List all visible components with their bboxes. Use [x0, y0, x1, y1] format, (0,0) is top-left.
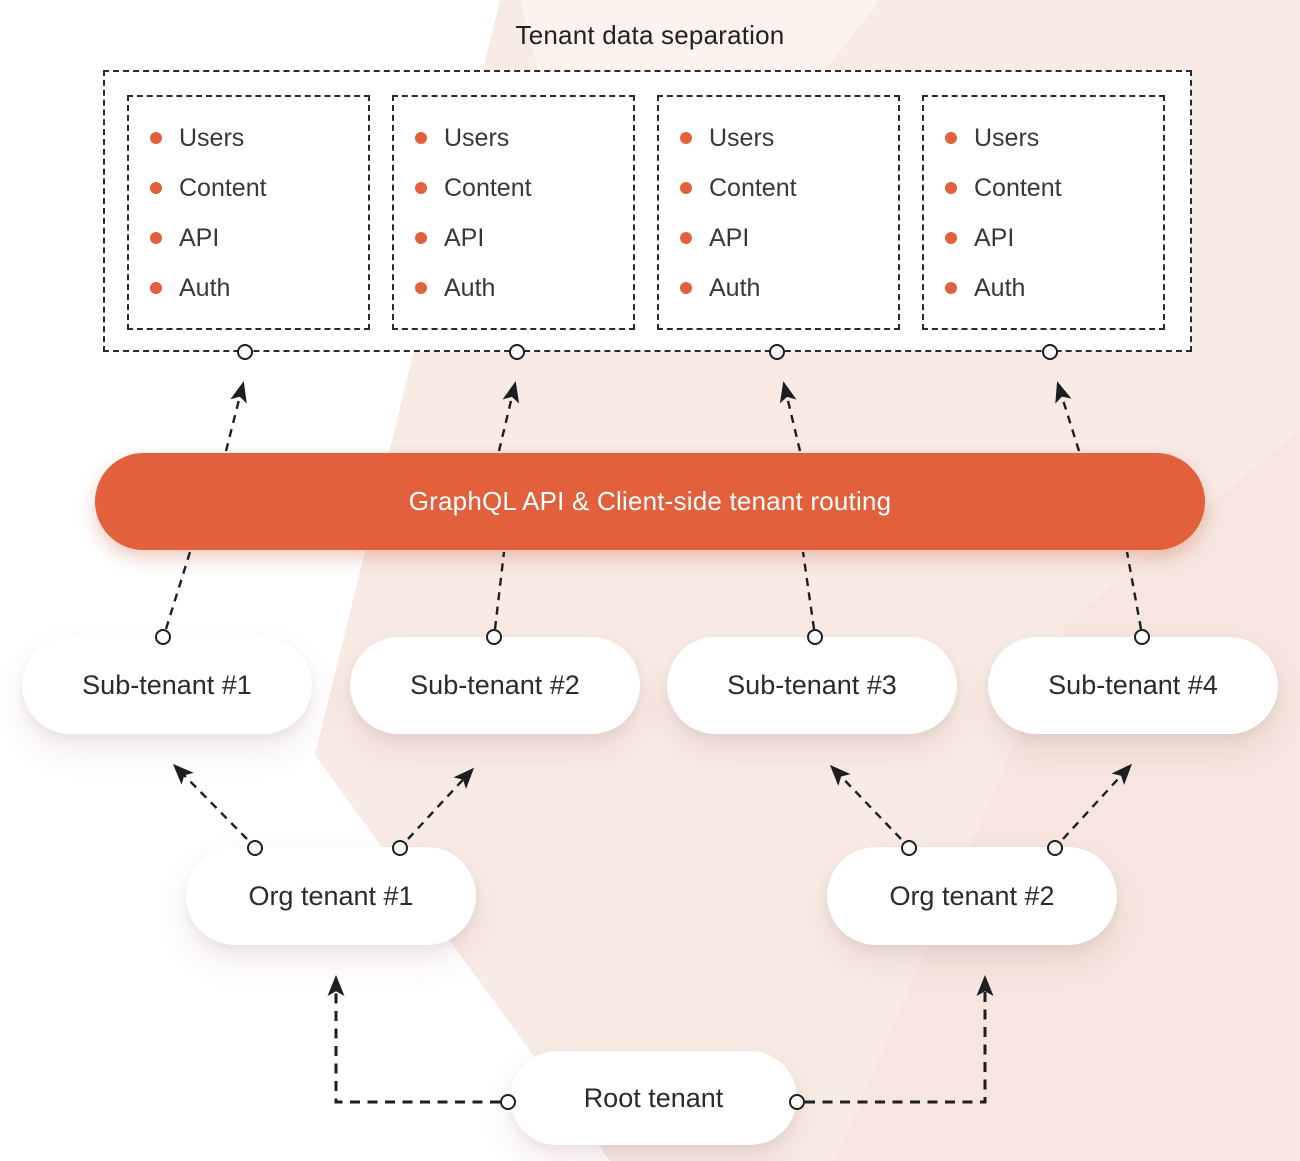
record-dot-icon	[945, 182, 957, 194]
tenant-data-item: API	[659, 213, 898, 263]
record-dot-icon	[415, 182, 427, 194]
tenant-item-label: Users	[179, 123, 245, 152]
org-to-sub-connectors	[172, 763, 1133, 840]
sub-tenant-label: Sub-tenant #2	[410, 670, 580, 700]
sub-tenant-label: Sub-tenant #4	[1048, 670, 1218, 700]
record-dot-icon	[415, 132, 427, 144]
tenant-data-box-2: Users Content API Auth	[392, 95, 635, 330]
record-dot-icon	[945, 132, 957, 144]
tenant-data-item: Auth	[394, 263, 633, 313]
routing-bar-label: GraphQL API & Client-side tenant routing	[408, 486, 892, 516]
tenant-data-box-3: Users Content API Auth	[657, 95, 900, 330]
record-dot-icon	[150, 232, 162, 244]
tenant-item-label: API	[974, 223, 1015, 252]
org-tenant-1-node: Org tenant #1	[186, 847, 476, 945]
record-dot-icon	[680, 132, 692, 144]
sub-tenant-label: Sub-tenant #3	[727, 670, 897, 700]
root-tenant-label: Root tenant	[583, 1082, 724, 1113]
diagram-title: Tenant data separation	[515, 20, 785, 50]
tenant-data-item: Auth	[659, 263, 898, 313]
graphql-routing-bar: GraphQL API & Client-side tenant routing	[95, 453, 1205, 550]
sub-tenant-4-node: Sub-tenant #4	[988, 637, 1278, 734]
tenant-item-label: API	[444, 223, 485, 252]
sub-tenant-3-node: Sub-tenant #3	[667, 637, 957, 734]
tenant-item-label: Auth	[179, 273, 231, 302]
tenant-data-item: API	[129, 213, 368, 263]
bar-to-box-connectors	[224, 381, 1081, 452]
sub-tenant-label: Sub-tenant #1	[82, 670, 252, 700]
tenant-data-item: Content	[924, 163, 1163, 213]
org-tenant-label: Org tenant #2	[889, 880, 1055, 911]
tenant-item-label: API	[709, 223, 750, 252]
org-tenant-2-node: Org tenant #2	[827, 847, 1117, 945]
sub-tenant-2-node: Sub-tenant #2	[350, 637, 640, 734]
tenant-item-label: API	[179, 223, 220, 252]
tenant-data-item: API	[394, 213, 633, 263]
record-dot-icon	[680, 182, 692, 194]
tenant-item-label: Content	[444, 173, 532, 202]
root-tenant-node: Root tenant	[510, 1051, 797, 1145]
tenant-item-label: Users	[444, 123, 510, 152]
record-dot-icon	[150, 182, 162, 194]
tenant-data-item: Users	[659, 113, 898, 163]
sub-tenant-1-node: Sub-tenant #1	[22, 637, 312, 734]
record-dot-icon	[150, 132, 162, 144]
tenant-item-label: Content	[709, 173, 797, 202]
tenant-item-label: Auth	[974, 273, 1026, 302]
record-dot-icon	[415, 232, 427, 244]
tenant-data-item: Users	[129, 113, 368, 163]
tenant-item-label: Content	[179, 173, 267, 202]
tenant-data-item: Content	[394, 163, 633, 213]
tenant-data-item: Users	[924, 113, 1163, 163]
tenant-item-label: Users	[709, 123, 775, 152]
record-dot-icon	[945, 232, 957, 244]
tenant-data-item: API	[924, 213, 1163, 263]
sub-to-bar-connectors	[164, 551, 1143, 630]
tenant-item-label: Auth	[709, 273, 761, 302]
tenant-data-item: Content	[129, 163, 368, 213]
record-dot-icon	[945, 282, 957, 294]
record-dot-icon	[415, 282, 427, 294]
tenant-data-item: Users	[394, 113, 633, 163]
tenant-data-item: Auth	[129, 263, 368, 313]
tenant-item-label: Content	[974, 173, 1062, 202]
record-dot-icon	[680, 282, 692, 294]
tenant-data-box-4: Users Content API Auth	[922, 95, 1165, 330]
record-dot-icon	[150, 282, 162, 294]
org-tenant-label: Org tenant #1	[248, 880, 414, 911]
tenant-data-item: Auth	[924, 263, 1163, 313]
tenant-item-label: Users	[974, 123, 1040, 152]
tenant-data-item: Content	[659, 163, 898, 213]
tenant-data-box-1: Users Content API Auth	[127, 95, 370, 330]
tenant-item-label: Auth	[444, 273, 496, 302]
record-dot-icon	[680, 232, 692, 244]
